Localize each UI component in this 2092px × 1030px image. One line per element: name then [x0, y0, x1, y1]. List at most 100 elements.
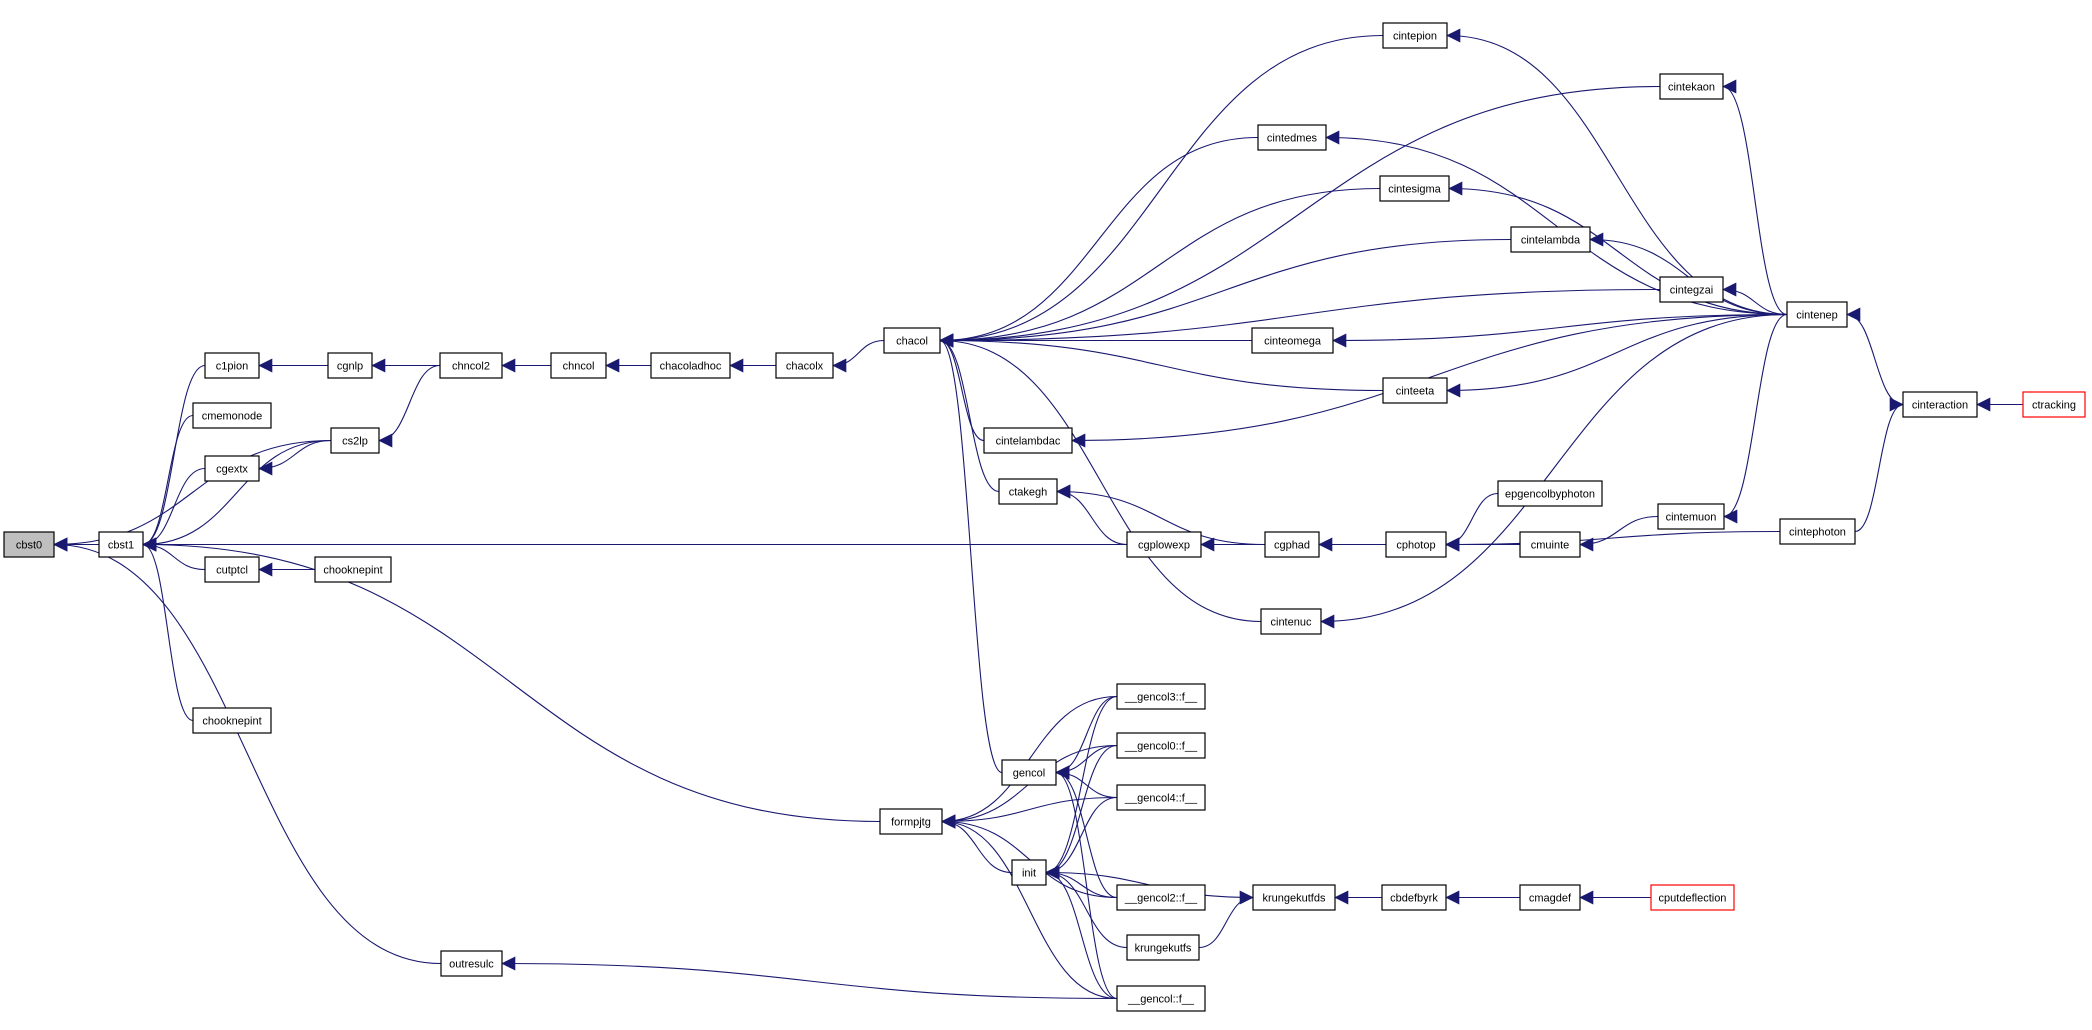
- node-krungekutfds[interactable]: krungekutfds: [1252, 884, 1336, 911]
- node-cmagdef[interactable]: cmagdef: [1519, 884, 1581, 911]
- node-cintelambdac[interactable]: cintelambdac: [983, 427, 1073, 454]
- node-cbdefbyrk[interactable]: cbdefbyrk: [1381, 884, 1447, 911]
- node-box: [650, 352, 731, 379]
- node-box: [1385, 531, 1447, 558]
- node-cmemonode[interactable]: cmemonode: [192, 402, 272, 429]
- node-cs2lp[interactable]: cs2lp: [330, 427, 380, 454]
- node-formpjtg[interactable]: formpjtg: [879, 808, 943, 835]
- node-label: chacolx: [786, 361, 824, 373]
- node-box: [1382, 22, 1448, 49]
- node-cintepion[interactable]: cintepion: [1382, 22, 1448, 49]
- node-ctakegh[interactable]: ctakegh: [998, 478, 1058, 505]
- node-box: [439, 352, 503, 379]
- node-label: cbdefbyrk: [1390, 893, 1438, 905]
- node-label: epgencolbyphoton: [1505, 489, 1595, 501]
- node-box: [1011, 859, 1047, 886]
- node-box: [204, 352, 260, 379]
- node-label: chacoladhoc: [660, 361, 722, 373]
- node-box: [1116, 884, 1206, 911]
- nodes-layer: cbst0 cbst1 c1pion cgnlp chncol2 chncol chacol…: [3, 22, 2086, 1012]
- node-chooknepint1[interactable]: chooknepint: [314, 556, 392, 583]
- node-label: cmemonode: [202, 411, 263, 423]
- edge-gencolf-to-outresulc: [501, 956, 1118, 1000]
- node-cintelambda[interactable]: cintelambda: [1510, 226, 1591, 253]
- node-label: cintemuon: [1666, 512, 1717, 524]
- edge-cs2lp-to-cbst0: [53, 439, 332, 552]
- node-box: [883, 327, 941, 354]
- node-gencolf[interactable]: __gencol::f__: [1116, 985, 1206, 1012]
- node-label: cintenep: [1796, 310, 1838, 322]
- node-gencol4[interactable]: __gencol4::f__: [1116, 784, 1206, 811]
- node-gencol0[interactable]: __gencol0::f__: [1116, 732, 1206, 759]
- node-cintenuc[interactable]: cintenuc: [1260, 608, 1322, 635]
- node-gencol[interactable]: gencol: [1001, 759, 1057, 786]
- node-init[interactable]: init: [1011, 859, 1047, 886]
- node-box: [192, 402, 272, 429]
- node-cbst0[interactable]: cbst0: [3, 531, 55, 558]
- edge-gencol3-to-formpjtg: [941, 695, 1118, 829]
- node-cintenep[interactable]: cintenep: [1786, 301, 1848, 328]
- node-label: gencol: [1013, 768, 1045, 780]
- node-cgnlp[interactable]: cgnlp: [327, 352, 373, 379]
- node-chacoladhoc[interactable]: chacoladhoc: [650, 352, 731, 379]
- node-epgencolbyphoton[interactable]: epgencolbyphoton: [1497, 480, 1603, 507]
- node-cutptcl[interactable]: cutptcl: [204, 556, 260, 583]
- node-ctracking[interactable]: ctracking: [2022, 391, 2086, 418]
- node-box: [98, 531, 144, 558]
- node-label: chncol2: [452, 361, 490, 373]
- node-outresulc[interactable]: outresulc: [440, 950, 503, 977]
- node-label: outresulc: [449, 959, 494, 971]
- node-cmuinte[interactable]: cmuinte: [1519, 531, 1581, 558]
- node-cintemuon[interactable]: cintemuon: [1657, 503, 1725, 530]
- edge-cintenep-to-cinteeta: [1446, 313, 1788, 398]
- node-cinteomega[interactable]: cinteomega: [1251, 327, 1334, 354]
- node-chncol2[interactable]: chncol2: [439, 352, 503, 379]
- node-box: [204, 455, 260, 482]
- node-gencol3[interactable]: __gencol3::f__: [1116, 683, 1206, 710]
- node-cbst1[interactable]: cbst1: [98, 531, 144, 558]
- node-cinteeta[interactable]: cinteeta: [1382, 377, 1448, 404]
- node-box: [1657, 503, 1725, 530]
- node-label: c1pion: [216, 361, 248, 373]
- node-box: [550, 352, 607, 379]
- node-gencol2[interactable]: __gencol2::f__: [1116, 884, 1206, 911]
- node-krungekutfs[interactable]: krungekutfs: [1126, 934, 1200, 961]
- edge-cintenep-to-cintekaon: [1722, 79, 1788, 316]
- node-box: [1116, 732, 1206, 759]
- edge-cgphad-to-ctakegh: [1056, 484, 1266, 546]
- node-chncol[interactable]: chncol: [550, 352, 607, 379]
- node-cintekaon[interactable]: cintekaon: [1659, 73, 1724, 100]
- node-label: cgextx: [216, 464, 248, 476]
- edge-cintenep-to-cintesigma: [1448, 181, 1788, 316]
- edge-epgencolbyphoton-to-cphotop: [1445, 492, 1499, 552]
- node-label: init: [1022, 868, 1036, 880]
- node-cputdeflection[interactable]: cputdeflection: [1650, 884, 1735, 911]
- edge-cmemonode-to-cbst1: [142, 414, 194, 552]
- node-box: [327, 352, 373, 379]
- node-cintegzai[interactable]: cintegzai: [1659, 276, 1724, 303]
- node-cintedmes[interactable]: cintedmes: [1257, 124, 1327, 151]
- node-label: cgphad: [1274, 540, 1310, 552]
- node-chooknepint2[interactable]: chooknepint: [192, 707, 272, 734]
- node-chacol[interactable]: chacol: [883, 327, 941, 354]
- node-box: [1252, 884, 1336, 911]
- node-cgplowexp[interactable]: cgplowexp: [1126, 531, 1202, 558]
- node-label: chacol: [896, 336, 928, 348]
- node-box: [1116, 784, 1206, 811]
- node-cgextx[interactable]: cgextx: [204, 455, 260, 482]
- node-cgphad[interactable]: cgphad: [1264, 531, 1320, 558]
- node-cinteraction[interactable]: cinteraction: [1902, 391, 1978, 418]
- node-c1pion[interactable]: c1pion: [204, 352, 260, 379]
- edge-chacol-to-chacolx: [832, 339, 885, 373]
- node-box: [1382, 377, 1448, 404]
- edge-chooknepint2-to-cbst1: [142, 537, 194, 722]
- node-label: __gencol::f__: [1127, 994, 1195, 1006]
- node-box: [192, 707, 272, 734]
- node-box: [775, 352, 834, 379]
- node-label: cintesigma: [1388, 184, 1441, 196]
- node-cintesigma[interactable]: cintesigma: [1379, 175, 1450, 202]
- node-chacolx[interactable]: chacolx: [775, 352, 834, 379]
- node-label: cs2lp: [342, 436, 368, 448]
- node-cphotop[interactable]: cphotop: [1385, 531, 1447, 558]
- node-cintephoton[interactable]: cintephoton: [1779, 518, 1856, 545]
